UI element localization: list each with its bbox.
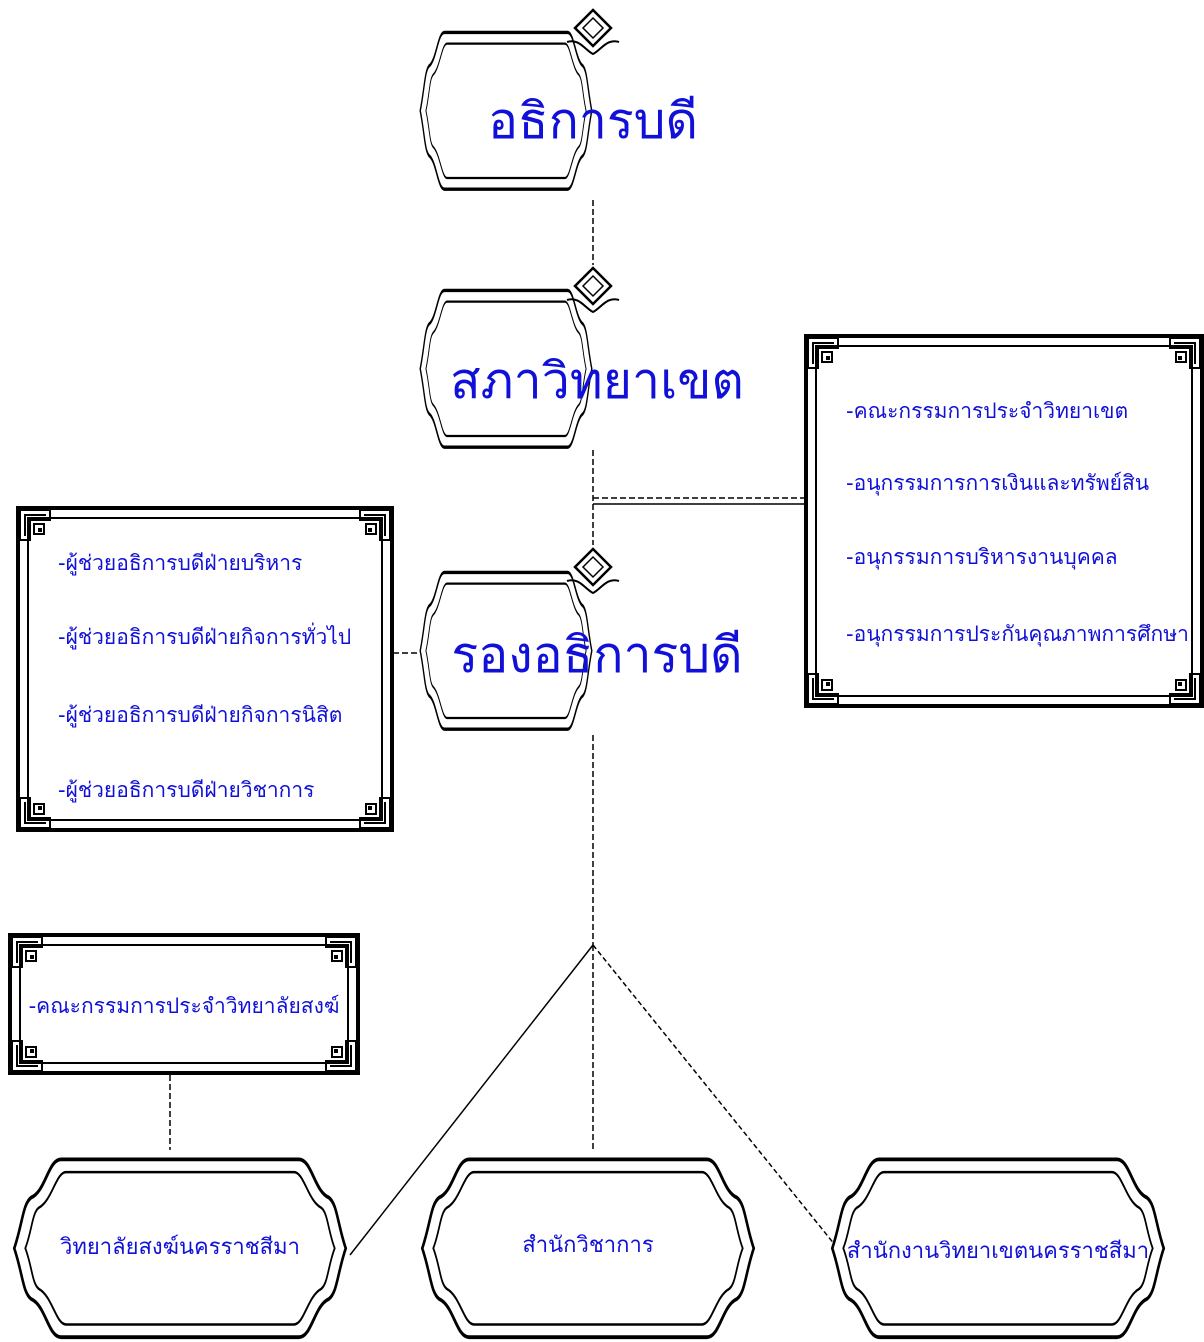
node-campus-office: สำนักงานวิทยาเขตนครราชสีมา (830, 1157, 1166, 1340)
committees-item-4: -อนุกรรมการประกันคุณภาพการศึกษา (846, 622, 1189, 647)
connector-to-college (349, 944, 594, 1256)
node-campus-office-label: สำนักงานวิทยาเขตนครราชสีมา (847, 1239, 1149, 1264)
assistants-item-4: -ผู้ช่วยอธิการบดีฝ่ายวิชาการ (58, 778, 314, 803)
assistants-item-1: -ผู้ช่วยอธิการบดีฝ่ายบริหาร (58, 551, 302, 576)
node-vice-rector-label: รองอธิการบดี (451, 626, 742, 684)
node-council-label: สภาวิทยาเขต (450, 352, 744, 410)
assistants-box: -ผู้ช่วยอธิการบดีฝ่ายบริหาร -ผู้ช่วยอธิก… (16, 506, 394, 832)
connectors (169, 200, 836, 1256)
committees-item-2: -อนุกรรมการการเงินและทรัพย์สิน (846, 471, 1149, 496)
node-college: วิทยาลัยสงฆ์นครราชสีมา (12, 1157, 348, 1340)
node-rector-label: อธิการบดี (488, 92, 698, 150)
committees-item-1: -คณะกรรมการประจำวิทยาเขต (846, 399, 1128, 423)
node-vice-rector: รองอธิการบดี (418, 547, 743, 731)
college-committee-item-1: -คณะกรรมการประจำวิทยาลัยสงฆ์ (29, 994, 340, 1018)
node-college-label: วิทยาลัยสงฆ์นครราชสีมา (59, 1235, 300, 1260)
college-committee-box: -คณะกรรมการประจำวิทยาลัยสงฆ์ (8, 933, 360, 1075)
committees-item-3: -อนุกรรมการบริหารงานบุคคล (846, 545, 1118, 570)
node-council: สภาวิทยาเขต (418, 266, 744, 449)
node-academic-office-label: สำนักวิชาการ (522, 1233, 653, 1258)
assistants-item-2: -ผู้ช่วยอธิการบดีฝ่ายกิจการทั่วไป (58, 622, 351, 650)
node-academic-office: สำนักวิชาการ (420, 1157, 756, 1340)
committees-box: -คณะกรรมการประจำวิทยาเขต -อนุกรรมการการเ… (804, 334, 1204, 708)
assistants-item-3: -ผู้ช่วยอธิการบดีฝ่ายกิจการนิสิต (58, 703, 342, 728)
connector-to-campus-office (592, 944, 836, 1246)
node-rector: อธิการบดี (418, 8, 698, 191)
